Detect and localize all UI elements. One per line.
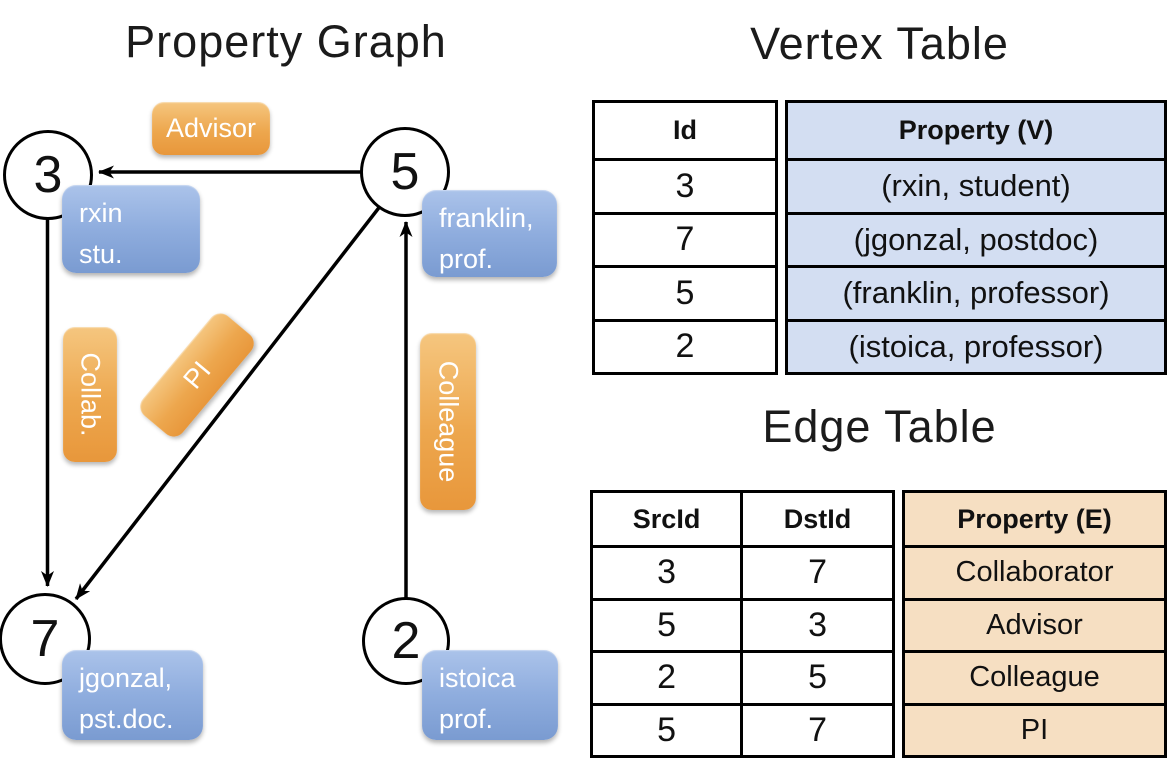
table-row: 3 [595,158,775,212]
edge-row-3-property: PI [1020,713,1049,746]
table-row: 5 7 [593,702,892,755]
edge-label-advisor: Advisor [152,102,270,155]
table-row: (rxin, student) [788,158,1164,212]
vertex-3-role: stu. [79,238,123,269]
edge-table-header-dstid: DstId [740,493,892,545]
table-row: (franklin, professor) [788,265,1164,319]
vertex-5-name: franklin, [439,203,534,233]
table-row: Advisor [905,597,1164,651]
vertex-table-header-id: Id [595,103,775,158]
edge-row-3-src: 5 [657,710,676,749]
graph-node-5: 5 [360,127,450,217]
edge-row-0-property: Collaborator [955,556,1114,589]
vertex-row-2-id: 5 [675,273,695,312]
edge-row-2-dst: 5 [740,653,892,703]
edge-table-id-columns: SrcId DstId 3 7 5 3 2 5 5 7 [590,490,895,758]
table-row: 7 [595,211,775,266]
vertex-property-box-franklin: franklin, prof. [422,190,557,277]
graph-node-2: 2 [362,597,450,685]
table-row: 2 5 [593,650,892,703]
node-2-id: 2 [391,612,421,670]
graph-canvas [41,165,413,639]
edge-table-header-srcid: SrcId [593,493,740,545]
edge-table-title: Edge Table [762,401,997,452]
vertex-7-name: jgonzal, [79,663,173,693]
vertex-property-box-istoica: istoica prof. [422,650,558,740]
edge-table-header-dstid-text: DstId [783,503,852,534]
table-row: (istoica, professor) [788,318,1164,373]
edge-row-2-src: 2 [657,658,676,697]
edge-row-1-property: Advisor [986,608,1083,641]
edge-row-3-dst: 7 [740,705,892,755]
property-graph-title: Property Graph [125,16,447,67]
vertex-table-title: Vertex Table [750,18,1009,69]
vertex-2-name: istoica [439,663,516,693]
vertex-property-box-rxin: rxin stu. [62,185,200,273]
vertex-row-0-id: 3 [675,166,695,205]
vertex-table-property-column: Property (V) (rxin, student) (jgonzal, p… [785,100,1167,375]
edge-row-0-dst: 7 [740,548,892,598]
edge-label-colleague-text: Colleague [433,360,464,483]
node-5-id: 5 [390,143,420,201]
vertex-row-3-property: (istoica, professor) [848,328,1104,364]
edge-table-header-property: Property (E) [905,493,1164,545]
node-7-id: 7 [30,610,60,668]
vertex-property-box-jgonzal: jgonzal, pst.doc. [62,650,203,740]
edge-row-0-src: 3 [657,553,676,592]
vertex-row-3-id: 2 [675,327,695,366]
vertex-row-1-id: 7 [675,220,695,259]
node-3-id: 3 [33,146,63,204]
table-row: 2 [595,318,775,373]
edge-label-collab-text: Collab. [75,352,106,437]
vertex-row-0-property: (rxin, student) [881,168,1071,204]
vertex-5-role: prof. [439,243,494,274]
vertex-row-2-property: (franklin, professor) [842,275,1110,311]
table-row: Collaborator [905,545,1164,598]
edge-row-1-dst: 3 [740,600,892,650]
table-row: (jgonzal, postdoc) [788,211,1164,266]
edge-row-1-src: 5 [657,605,676,644]
table-row: Colleague [905,650,1164,703]
edge-arrow-5-to-7 [74,172,407,601]
vertex-table-header-id-text: Id [673,115,697,145]
vertex-table-header-property: Property (V) [788,103,1164,158]
table-row: 5 3 [593,597,892,650]
vertex-3-name: rxin [79,198,123,228]
vertex-2-role: prof. [439,703,494,734]
edge-row-2-property: Colleague [969,661,1100,694]
edge-label-advisor-text: Advisor [165,113,257,143]
edge-table-header-srcid-text: SrcId [632,503,701,534]
table-row: PI [905,702,1164,756]
edge-table-header-property-text: Property (E) [957,503,1112,534]
edge-label-collab: Collab. [63,327,117,462]
table-row: 3 7 [593,545,892,598]
vertex-row-1-property: (jgonzal, postdoc) [853,221,1099,257]
vertex-7-role: pst.doc. [79,703,174,734]
edge-label-colleague: Colleague [420,333,476,510]
table-row: 5 [595,265,775,319]
vertex-table-id-column: Id 3 7 5 2 [592,100,778,375]
edge-label-pi-text: PI [176,355,217,395]
edge-table-header-row: SrcId DstId [593,493,892,545]
edge-table-property-column: Property (E) Collaborator Advisor Collea… [902,490,1167,758]
vertex-table-header-property-text: Property (V) [898,115,1054,145]
